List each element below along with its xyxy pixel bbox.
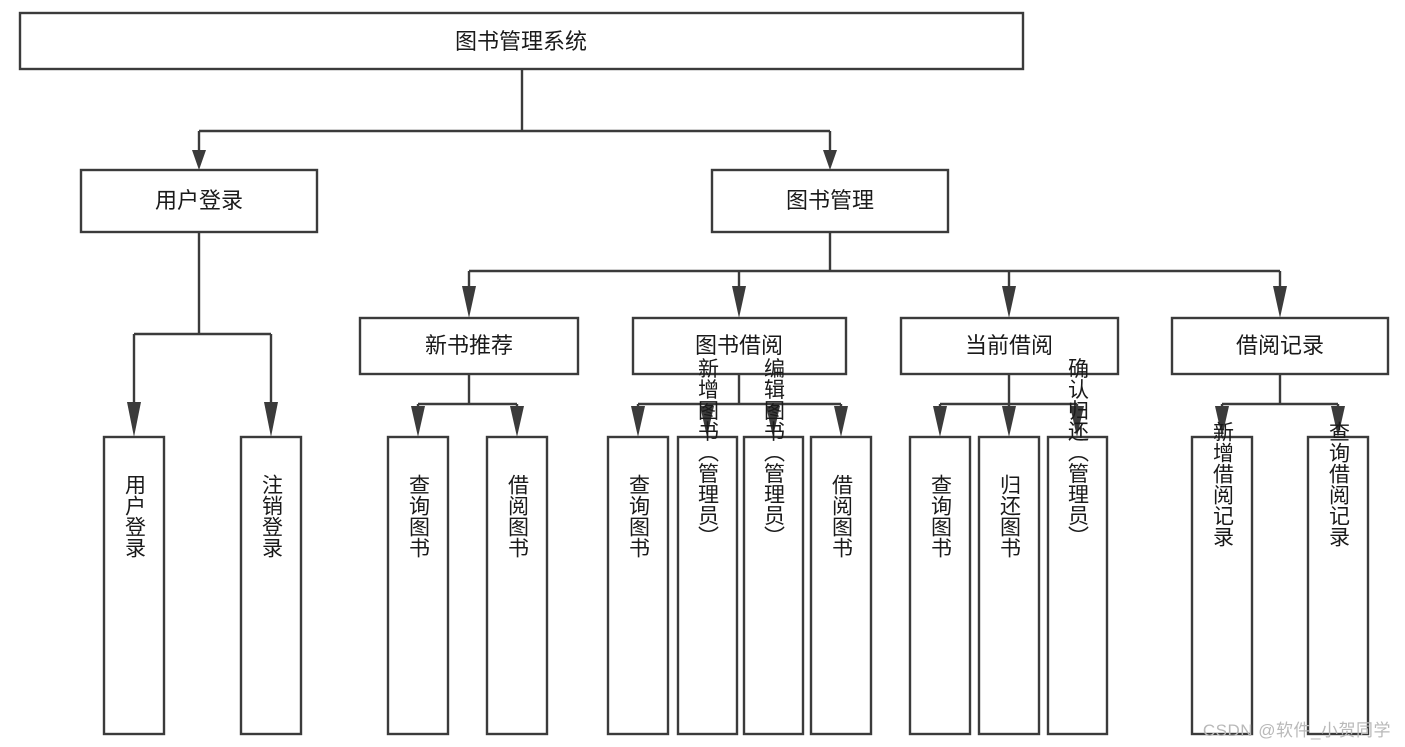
node-root[interactable]: 图书管理系统 bbox=[18, 11, 1025, 71]
node-login-box[interactable] bbox=[79, 168, 319, 234]
node-leaf-add-record[interactable]: 新增借阅记录 bbox=[1190, 421, 1254, 736]
node-leaf-borrow-book-1-box[interactable] bbox=[485, 435, 549, 736]
node-leaf-edit-book[interactable]: 编辑图书（管理员） bbox=[742, 358, 805, 736]
node-borrow-box[interactable] bbox=[631, 316, 848, 376]
node-leaf-borrow-book-2-label: 借阅图书 bbox=[830, 474, 854, 558]
node-leaf-user-login-label: 用户登录 bbox=[123, 474, 147, 558]
node-leaf-query-book-3-label: 查询图书 bbox=[929, 474, 953, 558]
node-root-label: 图书管理系统 bbox=[455, 29, 587, 54]
node-leaf-user-logout[interactable]: 注销登录 bbox=[239, 435, 303, 736]
node-leaf-return-book-box[interactable] bbox=[977, 435, 1041, 736]
arrowhead-current-c1 bbox=[933, 406, 947, 437]
arrowhead-login-to-leaf1 bbox=[127, 402, 141, 437]
node-newbook-label: 新书推荐 bbox=[425, 333, 513, 358]
node-current-box[interactable] bbox=[899, 316, 1120, 376]
node-records[interactable]: 借阅记录 bbox=[1170, 316, 1390, 376]
node-leaf-add-record-box[interactable] bbox=[1190, 435, 1254, 736]
arrowhead-login-to-leaf2 bbox=[264, 402, 278, 437]
node-leaf-query-book-1-label: 查询图书 bbox=[407, 474, 431, 558]
arrowhead-bookmgmt-to-borrow bbox=[732, 286, 746, 318]
node-records-label: 借阅记录 bbox=[1236, 333, 1324, 358]
node-bookmgmt-box[interactable] bbox=[710, 168, 950, 234]
node-leaf-add-record-label: 新增借阅记录 bbox=[1211, 421, 1235, 547]
arrowhead-bookmgmt-to-records bbox=[1273, 286, 1287, 318]
node-leaf-confirm-return-label: 确认归还（管理员） bbox=[1066, 358, 1090, 547]
node-leaf-edit-book-box[interactable] bbox=[742, 435, 805, 736]
arrowhead-current-c2 bbox=[1002, 406, 1016, 437]
node-root-box[interactable] bbox=[18, 11, 1025, 71]
node-leaf-borrow-book-1-label: 借阅图书 bbox=[506, 474, 530, 558]
node-leaf-query-book-3[interactable]: 查询图书 bbox=[908, 435, 972, 736]
arrowhead-root-to-bookmgmt bbox=[823, 150, 837, 170]
arrowhead-records-c1 bbox=[1215, 406, 1229, 437]
node-leaf-user-login[interactable]: 用户登录 bbox=[102, 435, 166, 736]
arrowhead-borrow-c4 bbox=[834, 406, 848, 437]
node-leaf-query-record[interactable]: 查询借阅记录 bbox=[1306, 421, 1370, 736]
node-bookmgmt-label: 图书管理 bbox=[786, 188, 874, 213]
node-records-box[interactable] bbox=[1170, 316, 1390, 376]
node-leaf-query-book-2-label: 查询图书 bbox=[627, 474, 651, 558]
arrowhead-records-c2 bbox=[1331, 406, 1345, 437]
node-leaf-query-book-2[interactable]: 查询图书 bbox=[606, 435, 670, 736]
connector-layer bbox=[127, 69, 1345, 437]
node-leaf-return-book[interactable]: 归还图书 bbox=[977, 435, 1041, 736]
arrowhead-bookmgmt-to-current bbox=[1002, 286, 1016, 318]
node-leaf-add-book-box[interactable] bbox=[676, 435, 739, 736]
node-leaf-user-login-box[interactable] bbox=[102, 435, 166, 736]
node-leaf-user-logout-box[interactable] bbox=[239, 435, 303, 736]
node-leaf-query-book-1-box[interactable] bbox=[386, 435, 450, 736]
node-leaf-confirm-return-box[interactable] bbox=[1046, 435, 1109, 736]
node-newbook[interactable]: 新书推荐 bbox=[358, 316, 580, 376]
node-leaf-return-book-label: 归还图书 bbox=[998, 474, 1022, 558]
node-leaf-edit-book-label: 编辑图书（管理员） bbox=[762, 358, 786, 547]
node-borrow[interactable]: 图书借阅 bbox=[631, 316, 848, 376]
node-current[interactable]: 当前借阅 bbox=[899, 316, 1120, 376]
node-newbook-box[interactable] bbox=[358, 316, 580, 376]
arrowhead-borrow-c1 bbox=[631, 406, 645, 437]
node-borrow-label: 图书借阅 bbox=[695, 333, 783, 358]
node-login-label: 用户登录 bbox=[155, 188, 243, 213]
arrowhead-root-to-login bbox=[192, 150, 206, 170]
node-leaf-add-book-label: 新增图书（管理员） bbox=[696, 358, 720, 547]
arrowhead-newbook-c2 bbox=[510, 406, 524, 437]
node-leaf-query-record-box[interactable] bbox=[1306, 435, 1370, 736]
arrowhead-borrow-c3 bbox=[766, 406, 780, 437]
node-current-label: 当前借阅 bbox=[965, 333, 1053, 358]
node-leaf-borrow-book-2[interactable]: 借阅图书 bbox=[809, 435, 873, 736]
node-leaf-query-book-2-box[interactable] bbox=[606, 435, 670, 736]
arrowhead-current-c3 bbox=[1070, 406, 1084, 437]
node-leaf-query-record-label: 查询借阅记录 bbox=[1327, 421, 1351, 547]
arrowhead-newbook-c1 bbox=[411, 406, 425, 437]
node-leaf-borrow-book-2-box[interactable] bbox=[809, 435, 873, 736]
arrowhead-bookmgmt-to-newbook bbox=[462, 286, 476, 318]
node-leaf-user-logout-label: 注销登录 bbox=[260, 474, 284, 558]
node-leaf-query-book-1[interactable]: 查询图书 bbox=[386, 435, 450, 736]
node-leaf-query-book-3-box[interactable] bbox=[908, 435, 972, 736]
node-login[interactable]: 用户登录 bbox=[79, 168, 319, 234]
node-leaf-confirm-return[interactable]: 确认归还（管理员） bbox=[1046, 358, 1109, 736]
arrowhead-borrow-c2 bbox=[700, 406, 714, 437]
node-leaf-borrow-book-1[interactable]: 借阅图书 bbox=[485, 435, 549, 736]
node-leaf-add-book[interactable]: 新增图书（管理员） bbox=[676, 358, 739, 736]
node-bookmgmt[interactable]: 图书管理 bbox=[710, 168, 950, 234]
